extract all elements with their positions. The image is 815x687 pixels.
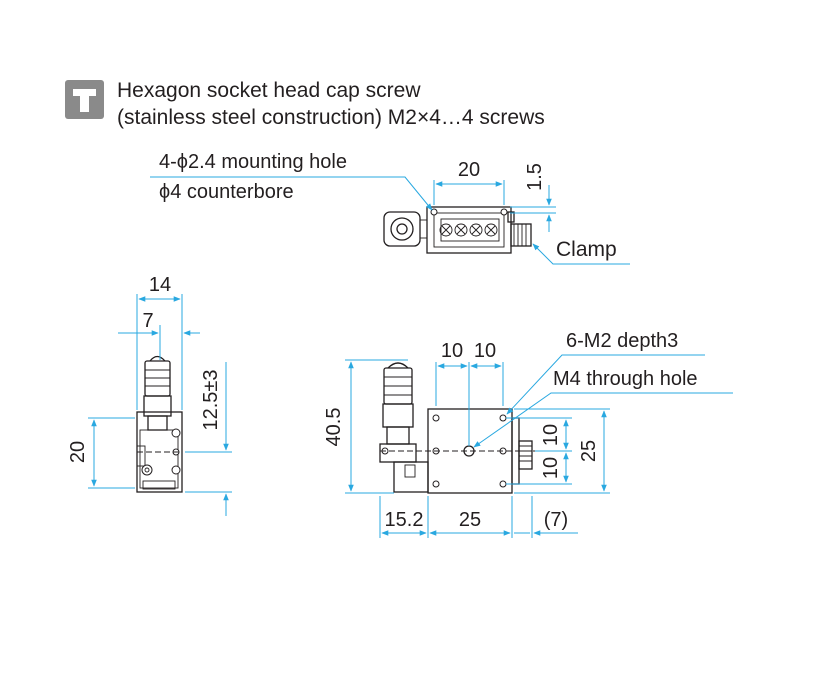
counterbore-label: ϕ4 counterbore bbox=[159, 181, 294, 203]
dim-side-height: 20 bbox=[67, 441, 89, 463]
legend-line-1: Hexagon socket head cap screw bbox=[117, 79, 421, 102]
dim-side-total-width: 14 bbox=[149, 274, 171, 296]
dim-front-spacing-b: 10 bbox=[474, 340, 496, 362]
top-view-clamp-block bbox=[383, 211, 421, 247]
legend: Hexagon socket head cap screw (stainless… bbox=[65, 79, 545, 129]
dim-side-half-width: 7 bbox=[142, 310, 153, 332]
front-view-micrometer-tip bbox=[387, 362, 409, 369]
dim-front-width: 25 bbox=[459, 509, 481, 531]
front-view: 10 10 40.5 15.2 25 (7) 10 10 25 6-M2 dep… bbox=[323, 330, 733, 538]
dim-front-right: (7) bbox=[544, 509, 568, 531]
side-view-micrometer-tip bbox=[149, 355, 166, 362]
dim-front-vert-total: 25 bbox=[578, 440, 600, 462]
front-view-clamp bbox=[518, 440, 533, 470]
dim-front-height-total: 40.5 bbox=[323, 408, 345, 447]
dim-front-vert-a: 10 bbox=[540, 424, 562, 446]
mounting-hole-label: 4-ϕ2.4 mounting hole bbox=[159, 151, 347, 173]
dim-top-width: 20 bbox=[458, 159, 480, 181]
legend-line-2: (stainless steel construction) M2×4…4 sc… bbox=[117, 106, 545, 129]
tapped-holes-label: 6-M2 depth3 bbox=[566, 330, 678, 352]
front-view-tapped-holes bbox=[432, 414, 507, 488]
dim-top-offset: 1.5 bbox=[524, 163, 546, 191]
screw-head-icon bbox=[65, 80, 104, 119]
dim-front-vert-b: 10 bbox=[540, 457, 562, 479]
top-view: 20 1.5 4-ϕ2.4 mounting hole ϕ4 counterbo… bbox=[150, 151, 630, 265]
dim-side-travel: 12.5±3 bbox=[200, 369, 222, 430]
dim-front-left: 15.2 bbox=[385, 509, 424, 531]
dim-front-spacing-a: 10 bbox=[441, 340, 463, 362]
side-view: 14 7 20 12.5±3 bbox=[67, 274, 232, 516]
through-hole-label: M4 through hole bbox=[553, 368, 698, 390]
clamp-label: Clamp bbox=[556, 238, 617, 261]
top-view-screws bbox=[439, 223, 498, 237]
top-view-clamp-knob bbox=[510, 223, 532, 247]
